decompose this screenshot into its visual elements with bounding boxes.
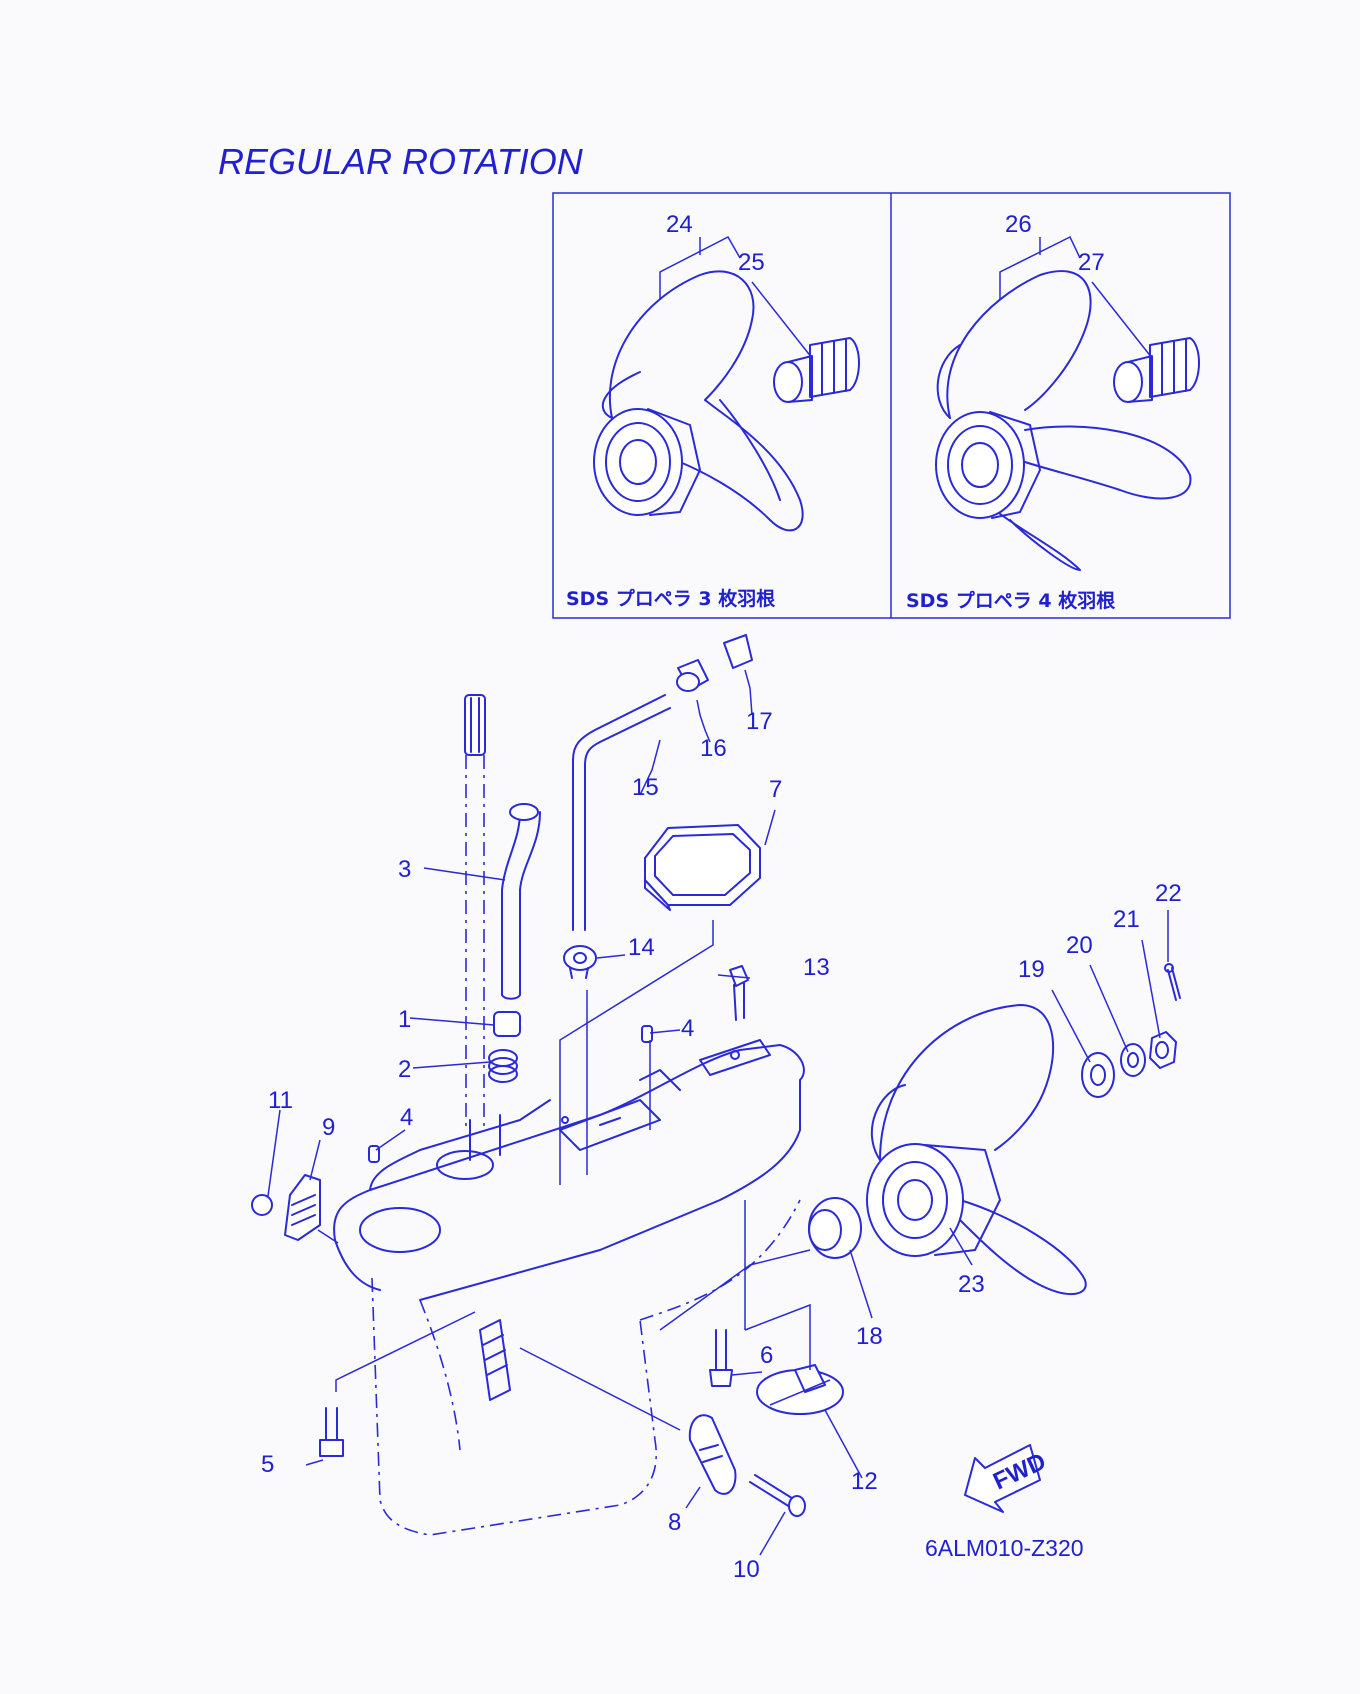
part-label-7: 7	[769, 776, 782, 803]
spacer-27-icon	[1113, 337, 1200, 403]
cover-9-icon	[284, 1174, 321, 1241]
spacer-25-icon	[773, 337, 860, 403]
propeller-option-inset	[552, 192, 1231, 619]
part-label-11: 11	[268, 1087, 293, 1114]
lower-casing-icon	[333, 1039, 805, 1536]
washer-20-icon	[1120, 1043, 1146, 1077]
grommet-16-icon	[676, 659, 709, 692]
gasket-7-icon	[644, 824, 761, 911]
part-label-4a: 4	[681, 1015, 694, 1042]
part-label-25: 25	[738, 249, 765, 276]
part-label-27: 27	[1078, 249, 1105, 276]
part-label-13: 13	[803, 954, 830, 981]
inset-leader-lines	[659, 235, 1153, 359]
main-leader-lines	[267, 669, 1169, 1556]
part-number-labels: 1 2 3 4 4 5 6 7 8 9 10 11 12 13 14 15 16…	[261, 211, 1182, 1583]
pipe-15-icon	[572, 694, 671, 931]
part-label-24: 24	[666, 211, 693, 238]
part-label-4b: 4	[400, 1104, 413, 1131]
part-label-17: 17	[746, 708, 773, 735]
forward-direction-arrow: FWD	[964, 1444, 1050, 1513]
dowel-pin-4a-icon	[641, 1025, 653, 1043]
part-label-22: 22	[1155, 880, 1182, 907]
bolt-6-icon	[709, 1329, 733, 1387]
drive-shaft-icon	[464, 694, 486, 1130]
part-label-23: 23	[958, 1271, 985, 1298]
part-label-3: 3	[398, 856, 411, 883]
bolt-5-icon	[319, 1407, 344, 1457]
nut-21-icon	[1149, 1031, 1177, 1069]
clip-17-icon	[723, 634, 753, 669]
part-label-20: 20	[1066, 932, 1093, 959]
part-label-5: 5	[261, 1451, 274, 1478]
part-label-12: 12	[851, 1468, 878, 1495]
part-label-15: 15	[632, 774, 659, 801]
bolt-10-icon	[749, 1474, 806, 1517]
inset-caption-4-blade: SDS プロペラ 4 枚羽根	[906, 589, 1115, 612]
part-label-14: 14	[628, 934, 655, 961]
grommet-1-icon	[493, 1011, 521, 1037]
water-tube-cap	[509, 803, 539, 821]
grommet-14-icon	[563, 945, 597, 979]
bolt-13-icon	[729, 965, 749, 1021]
seal-2-icon	[488, 1049, 518, 1083]
propeller-23-icon	[866, 1004, 1087, 1296]
seal-18-icon	[808, 1197, 862, 1259]
part-label-6: 6	[760, 1342, 773, 1369]
propeller-4-blade-icon	[935, 270, 1192, 571]
anode-area-lines	[479, 1319, 511, 1401]
part-label-2: 2	[398, 1056, 411, 1083]
propeller-3-blade-icon	[593, 270, 804, 532]
part-label-16: 16	[700, 735, 727, 762]
spacer-19-icon	[1081, 1052, 1115, 1098]
part-label-19: 19	[1018, 956, 1045, 983]
part-label-10: 10	[733, 1556, 760, 1583]
trim-tab-8-icon	[688, 1414, 737, 1495]
part-label-9: 9	[322, 1114, 335, 1141]
drawing-code: 6ALM010-Z320	[925, 1535, 1084, 1561]
part-label-18: 18	[856, 1323, 883, 1350]
anode-12-icon	[756, 1364, 844, 1415]
part-label-1: 1	[398, 1006, 411, 1033]
part-label-8: 8	[668, 1509, 681, 1536]
diagram-title: REGULAR ROTATION	[218, 141, 584, 182]
water-tube-3-icon	[501, 811, 541, 1000]
part-label-26: 26	[1005, 211, 1032, 238]
nut-11-icon	[251, 1194, 273, 1216]
cotter-pin-22-icon	[1164, 963, 1181, 1001]
part-label-21: 21	[1113, 906, 1140, 933]
inset-caption-3-blade: SDS プロペラ 3 枚羽根	[566, 587, 775, 610]
